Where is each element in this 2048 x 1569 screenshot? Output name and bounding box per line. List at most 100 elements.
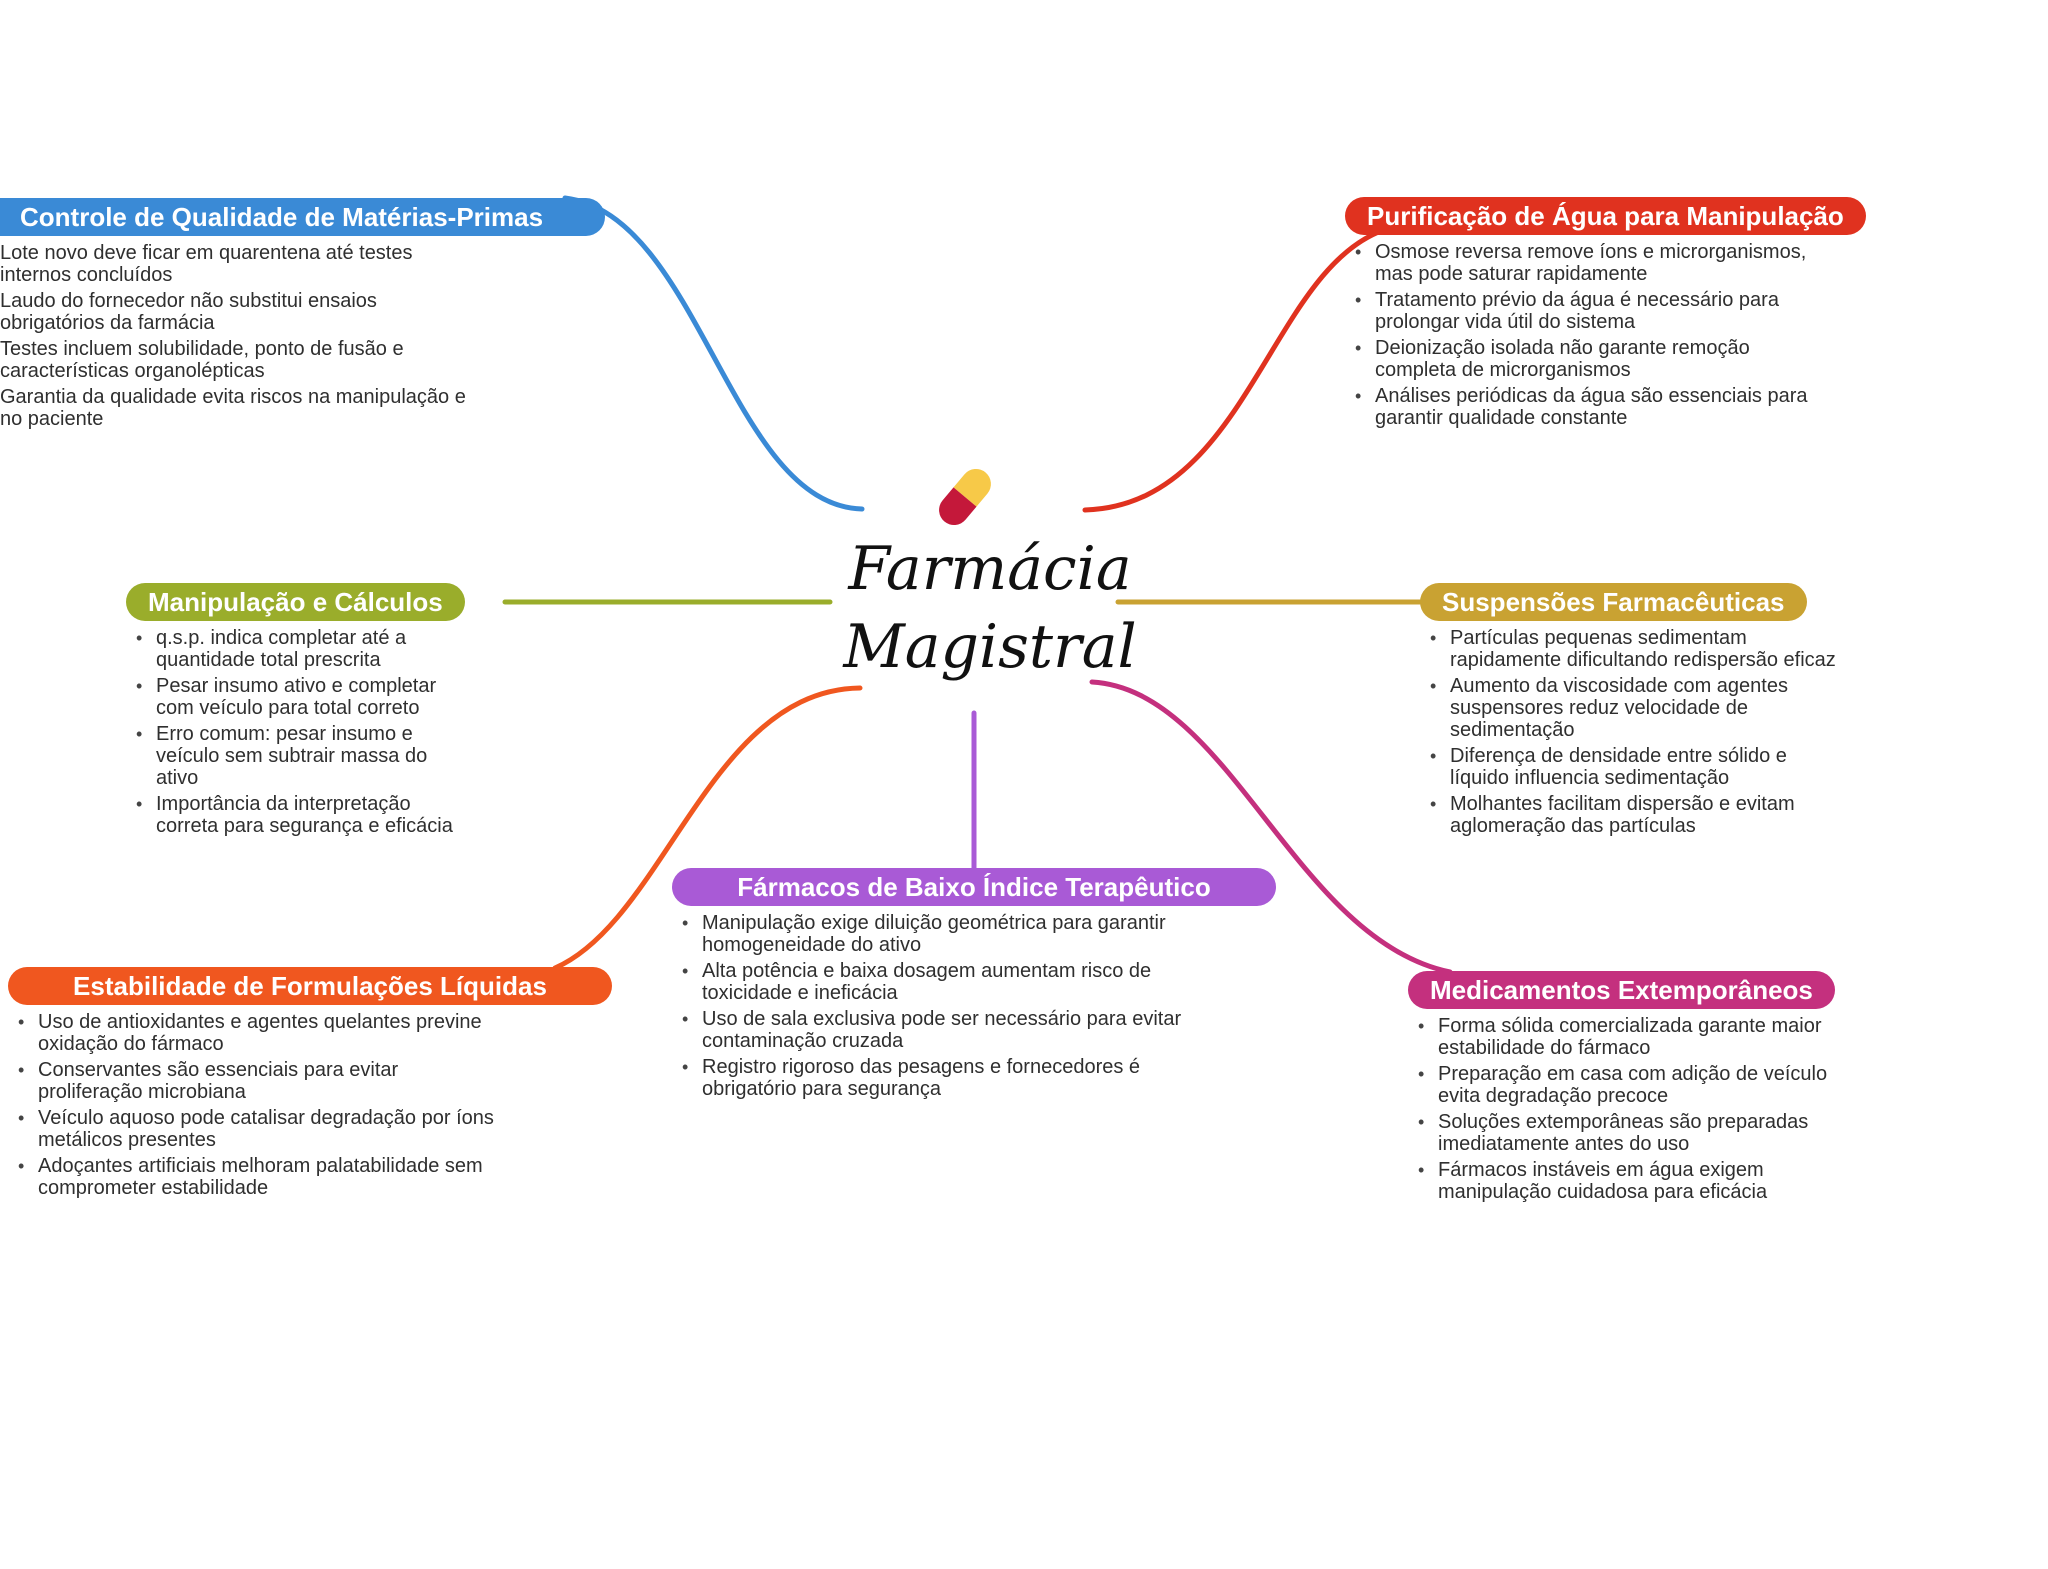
connector-liquidas [552,685,863,971]
bullet-dot-icon: • [18,1156,25,1176]
branch-title-manipulacao-calculos[interactable]: Manipulação e Cálculos [126,583,465,621]
list-item-text: Testes incluem solubilidade, ponto de fu… [0,338,404,382]
list-item: • Fármacos instáveis em água exigem manip… [1408,1159,1828,1203]
capsule-pill-icon [939,468,991,526]
list-item: • Importância da interpretação correta pa… [126,793,471,837]
bullet-dot-icon: • [682,961,689,981]
list-item: • Erro comum: pesar insumo e veículo sem … [126,723,471,789]
branch-formulacoes-liquidas: Estabilidade de Formulações Líquidas •Us… [8,967,612,1203]
list-item-text: Forma sólida comercializada garante maio… [1438,1015,1822,1059]
branch-purificacao-agua: Purificação de Água para Manipulação • Os… [1345,197,1866,433]
list-item-text: Registro rigoroso das pesagens e fornece… [702,1056,1141,1100]
list-item: • Veículo aquoso pode catalisar degradaçã… [8,1107,508,1151]
branch-items-manipulacao-calculos: • q.s.p. indica completar até a quantidad… [126,627,471,837]
list-item: • Conservantes são essenciais para evitar… [8,1059,508,1103]
branch-title-baixo-indice[interactable]: Fármacos de Baixo Índice Terapêutico [672,868,1276,906]
list-item-text: Laudo do fornecedor não substitui ensaio… [0,290,377,334]
bullet-dot-icon: • [1418,1160,1425,1180]
bullet-dot-icon: • [18,1108,25,1128]
bullet-dot-icon: • [136,794,143,814]
list-item: • Pesar insumo ativo e completar com veíc… [126,675,471,719]
list-item-text: Osmose reversa remove íons e microrganis… [1375,241,1807,285]
list-item-text: Importância da interpretação correta par… [156,793,453,837]
list-item-text: Adoçantes artificiais melhoram palatabil… [38,1155,483,1199]
branch-title-suspensoes[interactable]: Suspensões Farmacêuticas [1420,583,1807,621]
list-item-text: Erro comum: pesar insumo e veículo sem s… [156,723,428,789]
list-item-text: Análises periódicas da água são essencia… [1375,385,1808,429]
branch-items-extemporaneos: • Forma sólida comercializada garante mai… [1408,1015,1828,1203]
list-item-text: q.s.p. indica completar até a quantidade… [156,627,407,671]
list-item-text: Fármacos instáveis em água exigem manipu… [1438,1159,1768,1203]
branch-manipulacao-calculos: Manipulação e Cálculos • q.s.p. indica co… [126,583,471,841]
list-item: • Registro rigoroso das pesagens e fornec… [672,1056,1192,1100]
branch-title-controle-qualidade[interactable]: Controle de Qualidade de Matérias-Primas [0,198,605,236]
list-item: Testes incluem solubilidade, ponto de fu… [0,338,470,382]
list-item: •Uso de antioxidantes e agentes quelante… [8,1011,508,1055]
connector-extemporaneos [1089,679,1453,975]
list-item: • Manipulação exige diluição geométrica p… [672,912,1192,956]
connector-agua [1082,225,1393,513]
bullet-dot-icon: • [1355,290,1362,310]
bullet-dot-icon: • [136,676,143,696]
list-item: Lote novo deve ficar em quarentena até t… [0,242,470,286]
central-title-line-2: Magistral [843,612,1137,682]
branch-items-controle-qualidade: Lote novo deve ficar em quarentena até t… [0,242,470,430]
list-item: • Molhantes facilitam dispersão e evitam … [1420,793,1840,837]
list-item-text: Pesar insumo ativo e completar com veícu… [156,675,437,719]
list-item: • Adoçantes artificiais melhoram palatabi… [8,1155,508,1199]
list-item: Laudo do fornecedor não substitui ensaio… [0,290,470,334]
bullet-dot-icon: • [1355,242,1362,262]
branch-title-purificacao-agua[interactable]: Purificação de Água para Manipulação [1345,197,1866,235]
list-item-text: Veículo aquoso pode catalisar degradação… [38,1107,494,1151]
list-item-text: Tratamento prévio da água é necessário p… [1375,289,1779,333]
list-item: • q.s.p. indica completar até a quantidad… [126,627,471,671]
list-item: • Aumento da viscosidade com agentes susp… [1420,675,1840,741]
connector-qualidade [562,195,865,512]
branch-title-formulacoes-liquidas[interactable]: Estabilidade de Formulações Líquidas [8,967,612,1005]
branch-items-suspensoes: • Partículas pequenas sedimentam rapidame… [1420,627,1840,837]
bullet-dot-icon: • [1418,1016,1425,1036]
branch-items-formulacoes-liquidas: •Uso de antioxidantes e agentes quelante… [8,1011,508,1199]
bullet-dot-icon: • [18,1012,25,1032]
bullet-dot-icon: • [682,913,689,933]
list-item-text: Uso de sala exclusiva pode ser necessári… [702,1008,1182,1052]
list-item: • Osmose reversa remove íons e microrgani… [1345,241,1835,285]
bullet-dot-icon: • [1430,628,1437,648]
bullet-dot-icon: • [136,724,143,744]
branch-items-purificacao-agua: • Osmose reversa remove íons e microrgani… [1345,241,1835,429]
list-item-text: Deionização isolada não garante remoção … [1375,337,1750,381]
bullet-dot-icon: • [1418,1064,1425,1084]
bullet-dot-icon: • [1355,386,1362,406]
branch-title-extemporaneos[interactable]: Medicamentos Extemporâneos [1408,971,1835,1009]
list-item-text: Diferença de densidade entre sólido e lí… [1450,745,1787,789]
bullet-dot-icon: • [1355,338,1362,358]
central-topic-title: Farmácia Magistral [840,530,1140,686]
branch-baixo-indice: Fármacos de Baixo Índice Terapêutico • Ma… [672,868,1276,1104]
list-item-text: Alta potência e baixa dosagem aumentam r… [702,960,1152,1004]
list-item: Garantia da qualidade evita riscos na ma… [0,386,470,430]
bullet-dot-icon: • [682,1057,689,1077]
list-item: • Partículas pequenas sedimentam rapidame… [1420,627,1840,671]
bullet-dot-icon: • [18,1060,25,1080]
list-item: •Uso de sala exclusiva pode ser necessár… [672,1008,1192,1052]
bullet-dot-icon: • [1430,676,1437,696]
list-item-text: Molhantes facilitam dispersão e evitam a… [1450,793,1795,837]
list-item: •Preparação em casa com adição de veícul… [1408,1063,1828,1107]
branch-suspensoes: Suspensões Farmacêuticas • Partículas peq… [1420,583,1840,841]
list-item: • Deionização isolada não garante remoção… [1345,337,1835,381]
list-item: • Tratamento prévio da água é necessário … [1345,289,1835,333]
list-item: •Soluções extemporâneas são preparadas i… [1408,1111,1828,1155]
list-item-text: Conservantes são essenciais para evitar … [38,1059,399,1103]
list-item-text: Aumento da viscosidade com agentes suspe… [1450,675,1788,741]
bullet-dot-icon: • [136,628,143,648]
branch-items-baixo-indice: • Manipulação exige diluição geométrica p… [672,912,1192,1100]
central-title-line-1: Farmácia [848,534,1132,604]
bullet-dot-icon: • [1430,746,1437,766]
list-item-text: Manipulação exige diluição geométrica pa… [702,912,1166,956]
list-item-text: Partículas pequenas sedimentam rapidamen… [1450,627,1836,671]
bullet-dot-icon: • [1418,1112,1425,1132]
bullet-dot-icon: • [1430,794,1437,814]
list-item: • Análises periódicas da água são essenci… [1345,385,1835,429]
